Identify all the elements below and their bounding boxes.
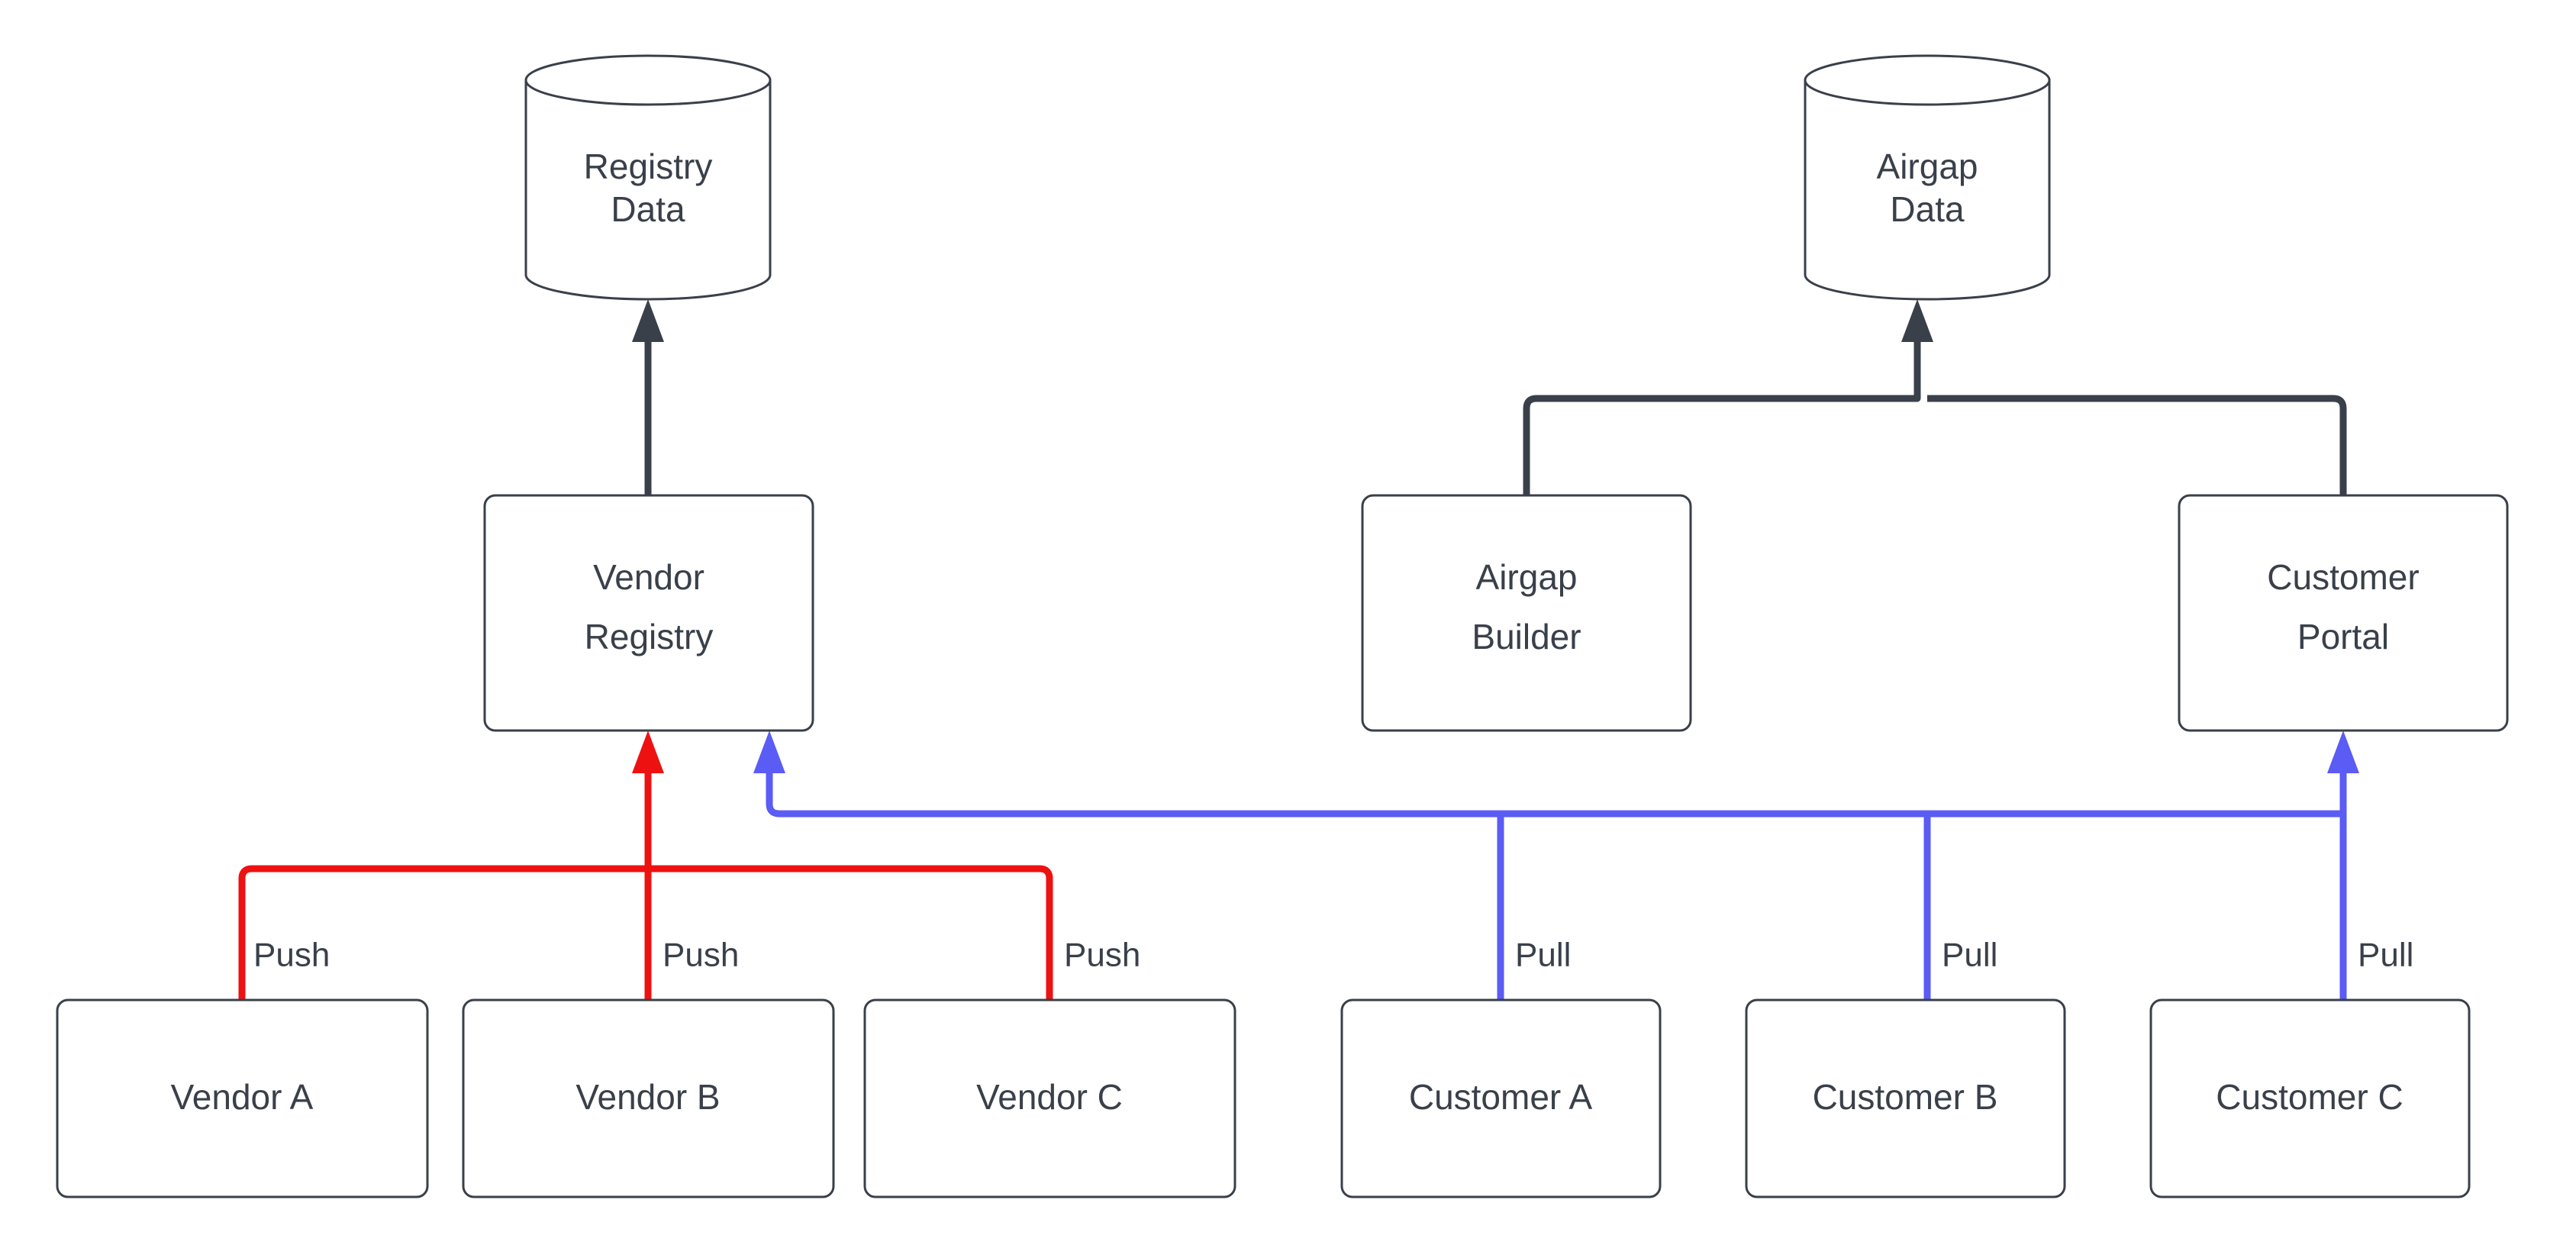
edge-vendor-a-push: [238, 865, 648, 1000]
cylinder-body: [1804, 79, 2051, 301]
arrowhead-up-icon: [1901, 299, 1933, 342]
node-customer-portal[interactable]: Customer Portal: [2178, 494, 2509, 732]
arrowhead-up-icon: [632, 299, 664, 342]
cylinder-top-ellipse: [1804, 54, 2051, 106]
edge-label-push-c: Push: [1064, 937, 1140, 974]
arrowhead-up-icon: [753, 731, 785, 773]
edge-line-airgap-builder: [1523, 330, 1921, 495]
cylinder-body: [524, 79, 772, 301]
node-customer-b[interactable]: Customer B: [1745, 998, 2066, 1198]
node-registry-data[interactable]: Registry Data: [524, 54, 772, 301]
node-customer-c[interactable]: Customer C: [2149, 998, 2471, 1198]
node-box: [483, 494, 814, 732]
node-label-line1: Airgap: [1877, 147, 1978, 186]
cylinder-top-ellipse: [524, 54, 772, 106]
node-label-line2: Data: [1890, 189, 1965, 229]
node-box: [1745, 998, 2066, 1198]
node-airgap-builder[interactable]: Airgap Builder: [1361, 494, 1692, 732]
node-box: [2178, 494, 2509, 732]
node-label: Customer B: [1813, 1077, 1998, 1117]
node-label-line1: Airgap: [1476, 557, 1578, 597]
node-box: [1361, 494, 1692, 732]
node-label: Vendor B: [575, 1077, 720, 1117]
node-box: [462, 998, 835, 1198]
node-label-line1: Registry: [584, 147, 713, 186]
edge-label-pull-b: Pull: [1942, 937, 1997, 974]
node-label-line2: Builder: [1472, 617, 1581, 656]
node-label-line2: Portal: [2297, 617, 2389, 656]
node-box: [56, 998, 429, 1198]
edge-airgap-bus-to-airgap-data: [1523, 299, 2347, 495]
node-airgap-data[interactable]: Airgap Data: [1804, 54, 2051, 301]
edge-vendor-registry-to-registry-data: [632, 299, 664, 495]
node-vendor-a[interactable]: Vendor A: [56, 998, 429, 1198]
node-label: Vendor C: [976, 1077, 1123, 1117]
edge-group-push: [238, 731, 1053, 1000]
edge-pull-riser-to-vendor-registry: [766, 761, 780, 818]
edge-line-customer-portal: [1927, 395, 2347, 495]
node-label-line1: Customer: [2267, 557, 2419, 597]
edge-vendor-c-push: [648, 865, 1053, 1000]
arrowhead-up-icon: [2327, 731, 2359, 773]
node-box: [863, 998, 1236, 1198]
edge-label-pull-a: Pull: [1515, 937, 1571, 974]
node-label-line1: Vendor: [593, 557, 704, 597]
node-vendor-b[interactable]: Vendor B: [462, 998, 835, 1198]
node-customer-a[interactable]: Customer A: [1340, 998, 1662, 1198]
node-label-line2: Registry: [585, 617, 714, 656]
node-label: Customer A: [1409, 1077, 1593, 1117]
node-label: Customer C: [2216, 1077, 2403, 1117]
edge-label-push-b: Push: [663, 937, 739, 974]
arrowhead-up-icon: [632, 731, 664, 773]
edge-label-pull-c: Pull: [2358, 937, 2413, 974]
node-box: [2149, 998, 2471, 1198]
node-box: [1340, 998, 1662, 1198]
edge-label-push-a: Push: [253, 937, 330, 974]
node-label-line2: Data: [611, 189, 685, 229]
edge-group-pull: [753, 731, 2359, 1000]
node-vendor-c[interactable]: Vendor C: [863, 998, 1236, 1198]
node-vendor-registry[interactable]: Vendor Registry: [483, 494, 814, 732]
node-label: Vendor A: [171, 1077, 314, 1117]
